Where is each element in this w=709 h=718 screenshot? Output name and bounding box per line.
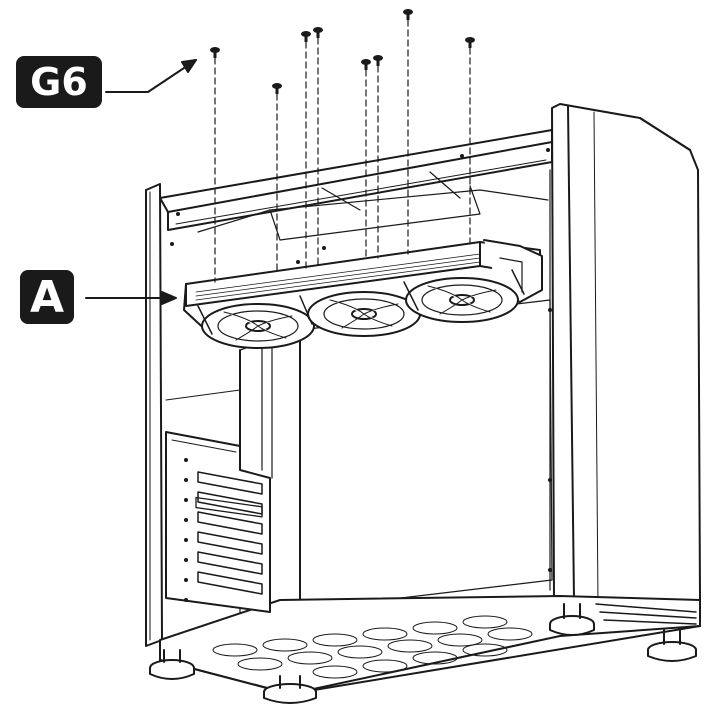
radiator-callout-label: A — [20, 270, 74, 324]
screw-icon — [313, 27, 323, 38]
screw-icon — [272, 83, 282, 94]
foot-front-right — [647, 629, 697, 662]
screw-icon — [465, 37, 475, 48]
screws — [210, 9, 475, 94]
fan-1 — [201, 303, 315, 349]
screw-guide-lines — [214, 19, 471, 283]
bottom-vent — [212, 615, 533, 679]
base-plate — [159, 595, 701, 695]
top-frame — [159, 129, 553, 213]
foot-front-left — [149, 649, 195, 680]
foot-back-right — [549, 603, 595, 636]
fan-3 — [405, 277, 519, 323]
screw-icon — [301, 31, 311, 42]
screw-callout-label: G6 — [16, 56, 102, 108]
left-front-post — [145, 183, 163, 647]
screw-icon — [403, 9, 413, 20]
screw-icon — [361, 59, 371, 70]
screw-icon — [373, 55, 383, 66]
expansion-slot-panel — [165, 431, 271, 613]
fan-2 — [307, 291, 421, 337]
g6-leader-arrow — [105, 59, 197, 93]
screw-icon — [210, 47, 220, 58]
a-leader-arrow — [85, 291, 177, 305]
side-vent-strip — [595, 603, 697, 625]
radiator-assembly — [183, 239, 543, 349]
back-wall — [239, 299, 553, 621]
foot-front-center — [263, 675, 317, 704]
